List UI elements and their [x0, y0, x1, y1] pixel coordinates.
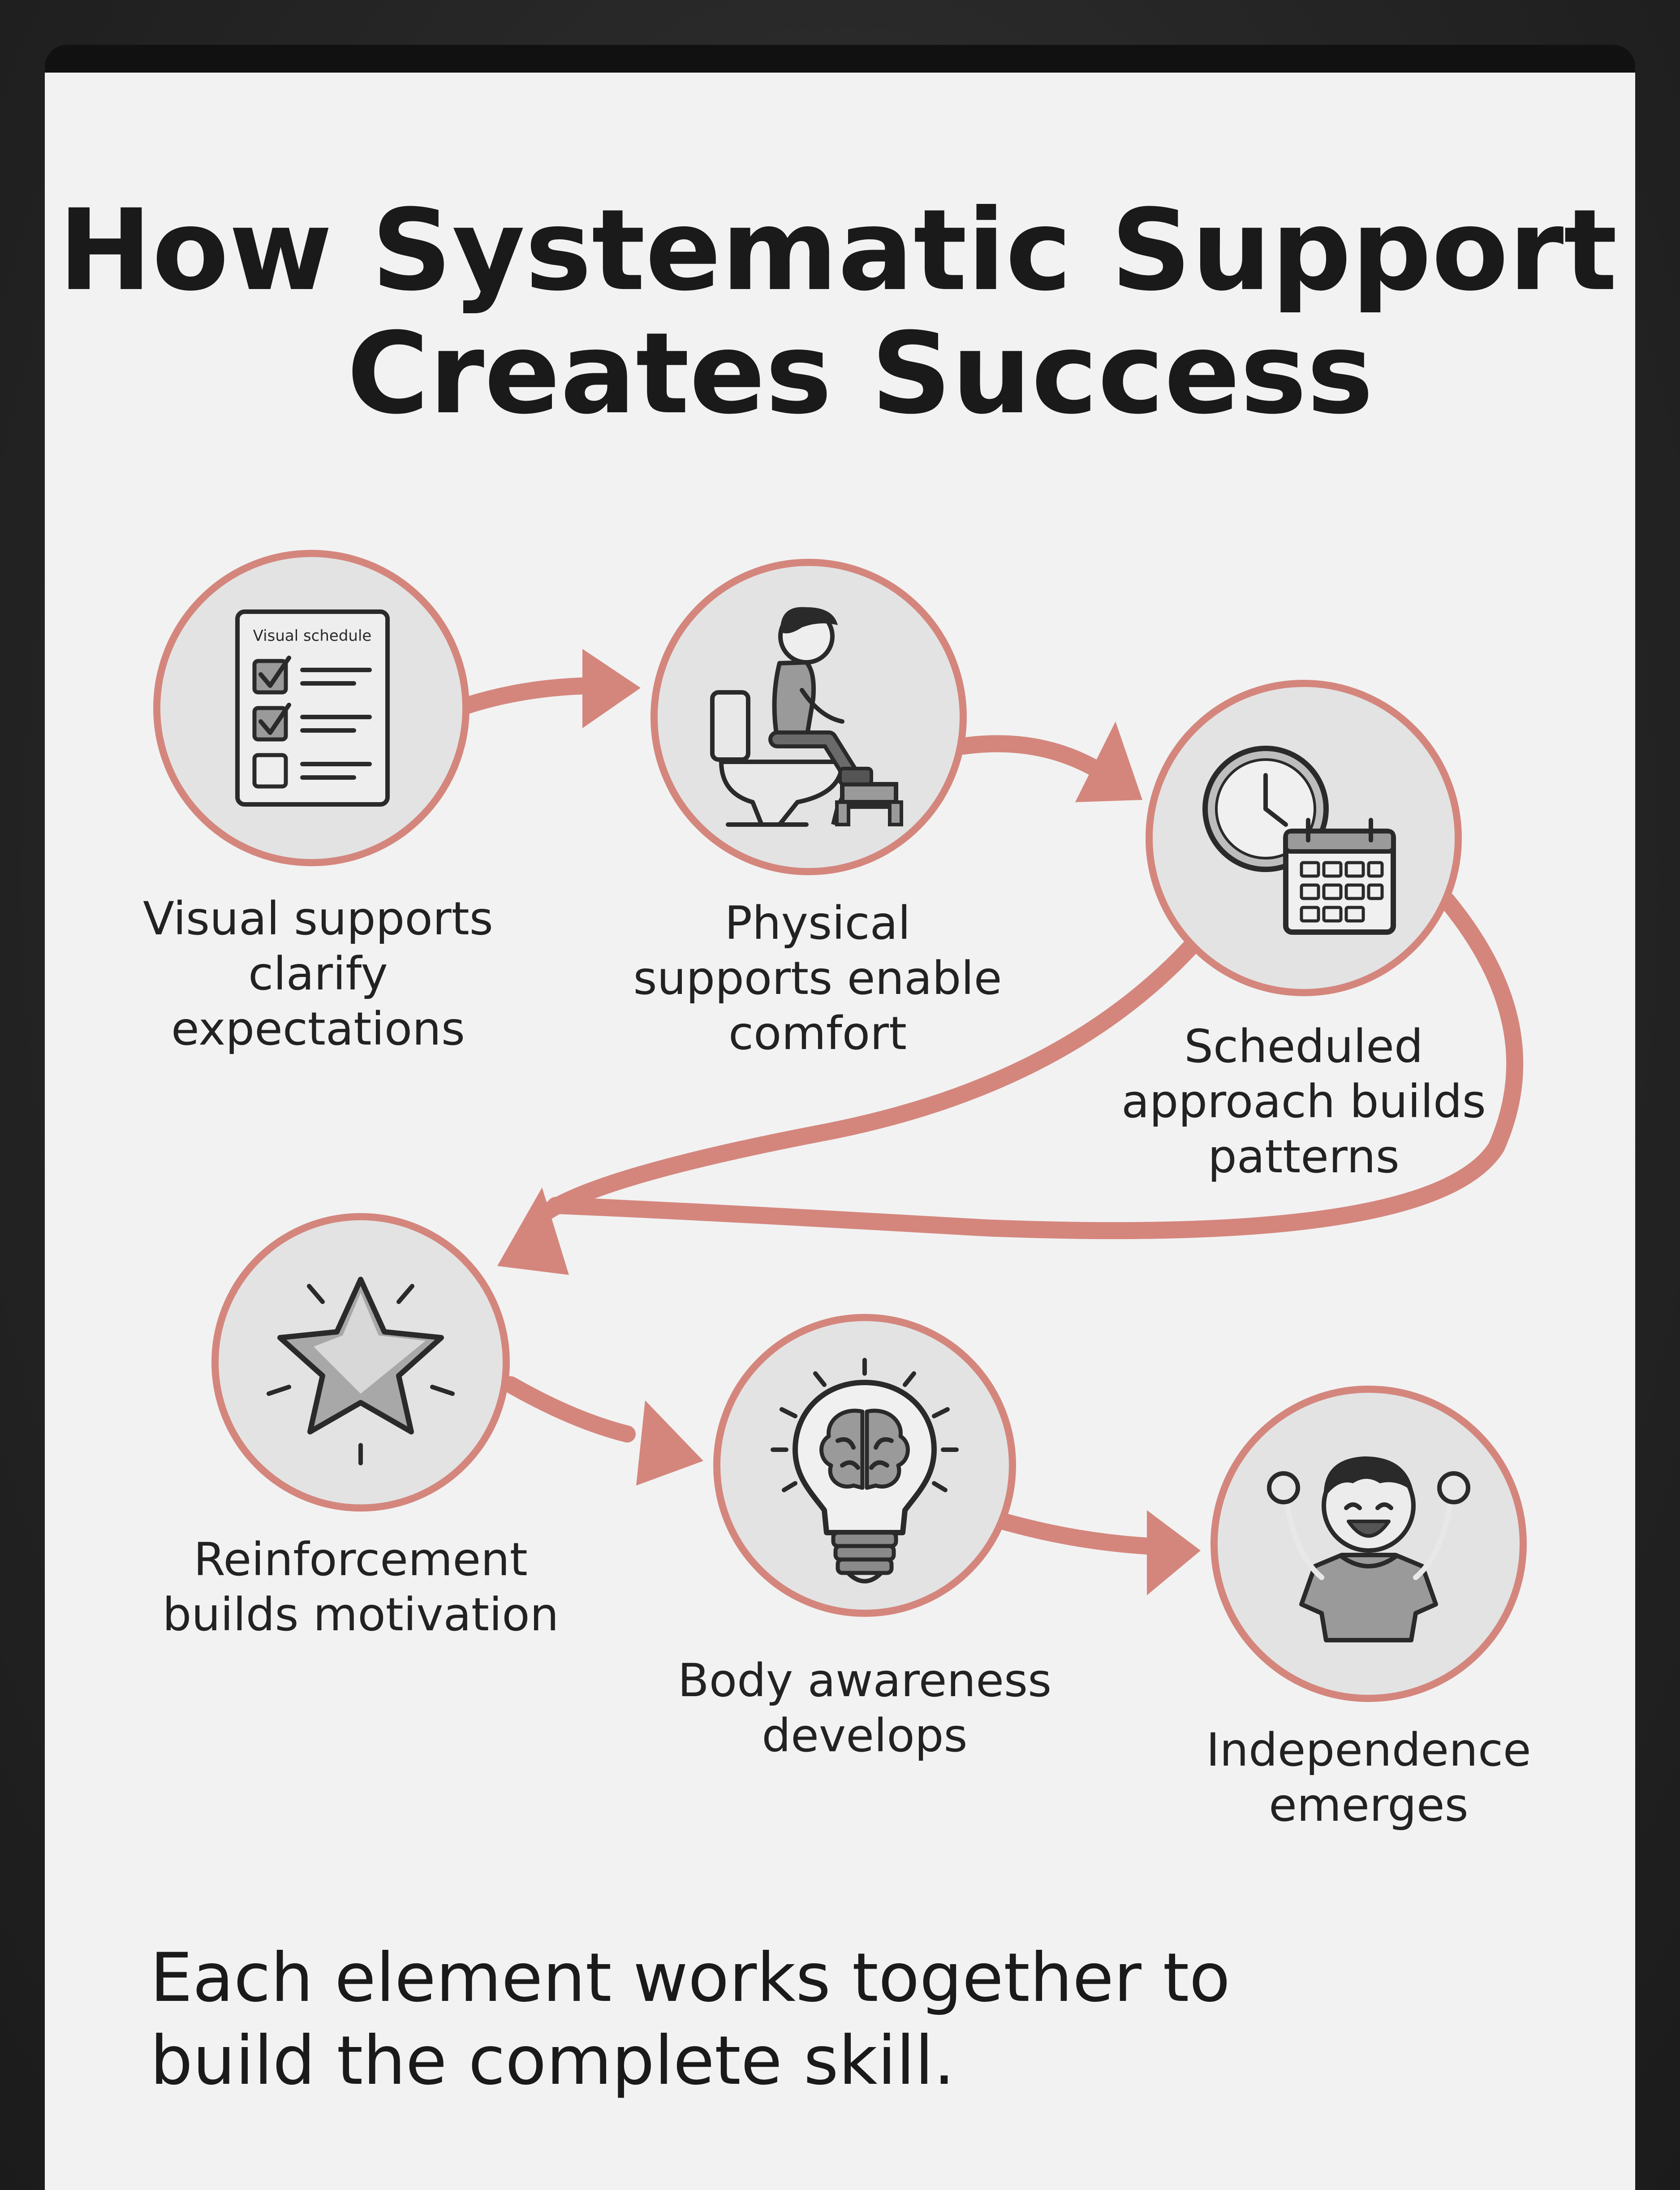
step-label-line: Reinforcement: [194, 1533, 528, 1586]
footer-line-2: build the complete skill.: [150, 2022, 955, 2100]
connector-body-to-independence: [995, 1513, 1155, 1555]
step-body-awareness: Body awareness develops: [678, 1314, 1051, 1762]
brain-lightbulb-icon: [771, 1358, 959, 1584]
step-label-line: develops: [762, 1709, 967, 1762]
step-label-line: Body awareness: [678, 1654, 1051, 1707]
step-label-line: expectations: [171, 1002, 465, 1056]
step-label-line: patterns: [1208, 1130, 1400, 1184]
checklist-heading: Visual schedule: [253, 627, 372, 645]
arrowhead-physical: [582, 649, 641, 728]
step-physical-supports: Physical supports enable comfort: [633, 559, 1002, 1060]
title-line-1: How Systematic Support: [58, 185, 1617, 315]
step-label-line: emerges: [1269, 1779, 1469, 1832]
arrowhead-independence: [1147, 1510, 1201, 1595]
infographic-card: [45, 45, 1635, 2190]
step-reinforcement: Reinforcement builds motivation: [163, 1213, 559, 1641]
arrowhead-body: [636, 1400, 703, 1486]
title-line-2: Creates Success: [347, 308, 1374, 439]
clock-calendar-icon: [1202, 746, 1396, 935]
step-independence: Independence emerges: [1206, 1386, 1531, 1832]
step-label-line: builds motivation: [163, 1588, 559, 1641]
cheering-child-icon: [1267, 1456, 1470, 1642]
connectors: [457, 649, 1524, 1595]
arrowhead-scheduled: [1075, 721, 1142, 802]
step-label-line: Independence: [1206, 1723, 1531, 1777]
connector-visual-to-physical: [457, 677, 609, 714]
arrowhead-reinforcement: [497, 1188, 569, 1275]
step-label-line: approach builds: [1121, 1075, 1486, 1128]
footer-line-1: Each element works together to: [150, 1939, 1230, 2017]
step-label-line: Physical: [725, 897, 911, 950]
connector-scheduled-to-reinforcement: [529, 933, 1205, 1227]
connector-physical-to-scheduled: [955, 735, 1115, 784]
connector-loop-return: [547, 892, 1524, 1240]
child-on-toilet-icon: [710, 607, 903, 827]
step-label-line: Scheduled: [1184, 1020, 1423, 1073]
step-label-line: clarify: [248, 947, 388, 1001]
connector-reinforcement-to-body: [502, 1376, 636, 1443]
star-icon: [267, 1277, 455, 1465]
checklist-icon: Visual schedule: [235, 609, 390, 807]
step-label-line: comfort: [728, 1007, 907, 1060]
step-visual-supports: Visual schedule Visual supports clarify …: [143, 550, 493, 1056]
step-scheduled-approach: Scheduled approach builds patterns: [1121, 680, 1486, 1184]
step-label-line: Visual supports: [143, 892, 493, 946]
step-label-line: supports enable: [633, 952, 1002, 1005]
